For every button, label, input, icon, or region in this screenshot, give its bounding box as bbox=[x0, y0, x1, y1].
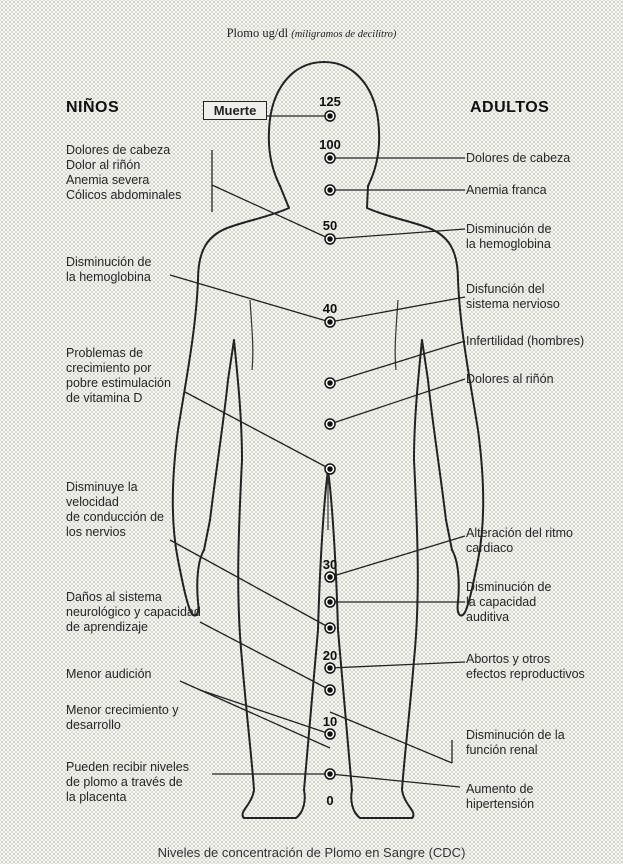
marker-hip bbox=[324, 463, 336, 475]
adult-effect-hemoglobin-1: Disminución de bbox=[466, 222, 552, 236]
adult-effect-hearing-3: auditiva bbox=[466, 610, 510, 624]
child-effect-growth-1: Problemas de bbox=[66, 346, 144, 360]
child-effect-placenta-3: la placenta bbox=[66, 790, 127, 804]
adult-effect-heart-1: Alteración del ritmo bbox=[466, 526, 573, 540]
child-effect-headache: Dolores de cabeza bbox=[66, 143, 171, 157]
level-40: 40 bbox=[322, 301, 338, 316]
marker-head bbox=[324, 184, 336, 196]
marker-50 bbox=[324, 233, 336, 245]
adult-effect-hemoglobin-2: la hemoglobina bbox=[466, 237, 551, 251]
adult-effect-infertility: Infertilidad (hombres) bbox=[466, 334, 585, 348]
child-effect-neuro-1: Daños al sistema bbox=[66, 590, 162, 604]
child-effect-nerves-2: velocidad bbox=[66, 495, 119, 509]
child-effect-placenta-1: Pueden recibir niveles bbox=[66, 760, 189, 774]
adult-effect-nervous-1: Disfunción del bbox=[466, 282, 545, 296]
marker-40 bbox=[324, 316, 336, 328]
level-30: 30 bbox=[322, 557, 338, 572]
adult-effect-heart-2: cardiaco bbox=[466, 541, 514, 555]
child-effect-neuro-2: neurológico y capacidad bbox=[66, 605, 201, 619]
adult-effect-renal-1: Disminución de la bbox=[466, 728, 565, 742]
level-100: 100 bbox=[319, 137, 341, 152]
marker-10 bbox=[324, 728, 336, 740]
adult-effect-reproductive-2: efectos reproductivos bbox=[466, 667, 585, 681]
child-effect-hemoglobin-2: la hemoglobina bbox=[66, 270, 151, 284]
marker-30 bbox=[324, 571, 336, 583]
body-contour-lines bbox=[249, 299, 399, 530]
child-effect-growth-3: pobre estimulación bbox=[66, 376, 171, 390]
marker-20 bbox=[324, 662, 336, 674]
child-effect-growth-4: de vitamina D bbox=[66, 391, 143, 405]
adult-effect-renal-2: función renal bbox=[466, 743, 538, 757]
diagram-title: Plomo ug/dl (miligramos de decilitro) bbox=[0, 26, 623, 41]
adults-heading: ADULTOS bbox=[470, 99, 550, 116]
adult-effect-kidney-pain: Dolores al riñón bbox=[466, 372, 554, 386]
marker-100 bbox=[324, 152, 336, 164]
level-0: 0 bbox=[326, 793, 334, 808]
child-effect-placenta-2: de plomo a través de bbox=[66, 775, 183, 789]
adult-effect-hypertension-1: Aumento de bbox=[466, 782, 534, 796]
child-effect-nerves-3: de conducción de bbox=[66, 510, 164, 524]
child-effect-nerves-4: los nervios bbox=[66, 525, 126, 539]
marker-chest bbox=[324, 377, 336, 389]
level-markers bbox=[324, 110, 336, 780]
adult-effect-anemia: Anemia franca bbox=[466, 183, 547, 197]
child-effect-hemoglobin-1: Disminución de bbox=[66, 255, 152, 269]
marker-125 bbox=[324, 110, 336, 122]
child-effect-hearing: Menor audición bbox=[66, 667, 152, 681]
marker-calf bbox=[324, 684, 336, 696]
child-effect-abdominal-colic: Cólicos abdominales bbox=[66, 188, 182, 202]
footer-caption: Niveles de concentración de Plomo en San… bbox=[157, 845, 466, 860]
children-heading: NIÑOS bbox=[66, 99, 120, 116]
level-50: 50 bbox=[322, 218, 338, 233]
child-effect-development-2: desarrollo bbox=[66, 718, 121, 732]
title-main: Plomo ug/dl bbox=[226, 26, 289, 40]
adult-effect-reproductive-1: Abortos y otros bbox=[466, 652, 551, 666]
death-box: Muerte bbox=[203, 101, 267, 120]
child-effect-neuro-3: de aprendizaje bbox=[66, 620, 149, 634]
marker-knee bbox=[324, 596, 336, 608]
marker-shin bbox=[324, 622, 336, 634]
human-body-outline bbox=[171, 61, 485, 819]
level-125: 125 bbox=[319, 94, 341, 109]
marker-ankle bbox=[324, 768, 336, 780]
child-effect-severe-anemia: Anemia severa bbox=[66, 173, 150, 187]
adult-effect-headache: Dolores de cabeza bbox=[466, 151, 571, 165]
child-effect-growth-2: crecimiento por bbox=[66, 361, 152, 375]
adult-effect-nervous-2: sistema nervioso bbox=[466, 297, 560, 311]
marker-belly bbox=[324, 418, 336, 430]
adult-effect-hypertension-2: hipertensión bbox=[466, 797, 535, 811]
level-10: 10 bbox=[322, 714, 338, 729]
leader-lines bbox=[169, 115, 466, 788]
child-effect-nerves-1: Disminuye la bbox=[66, 480, 138, 494]
child-effect-development-1: Menor crecimiento y bbox=[66, 703, 179, 717]
adult-effect-hearing-1: Disminución de bbox=[466, 580, 552, 594]
child-effect-kidney-pain: Dolor al riñón bbox=[66, 158, 141, 172]
adult-effect-hearing-2: la capacidad bbox=[466, 595, 537, 609]
level-20: 20 bbox=[322, 648, 338, 663]
title-sub: (miligramos de decilitro) bbox=[291, 29, 397, 40]
